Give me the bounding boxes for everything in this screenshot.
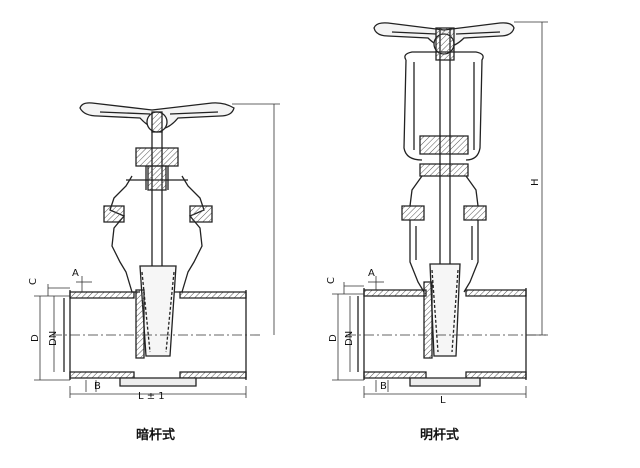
bonnet-right [401, 163, 487, 293]
dim-label-B-right: B [380, 381, 387, 392]
caption-rising-stem: 明杆式 [420, 428, 460, 443]
rising-stem-valve [346, 22, 546, 387]
stem-right [435, 27, 455, 290]
concealed-stem-valve [52, 102, 262, 387]
caption-concealed-stem: 暗杆式 [136, 428, 176, 443]
dim-labels-left: C A D DN B L ± 1 [28, 268, 165, 402]
dim-label-C-left: C [28, 278, 39, 285]
bonnet-left [103, 147, 213, 293]
dim-label-A-right: A [368, 268, 375, 279]
dim-label-L-left: L ± 1 [138, 391, 165, 402]
dim-label-B-left: B [94, 381, 101, 392]
dimensions-left [34, 103, 280, 398]
dim-label-L-right: L [440, 395, 446, 406]
body-right [357, 288, 527, 387]
dim-label-D-left: D [30, 334, 41, 342]
handwheel-left [79, 102, 235, 133]
wedge-right [423, 263, 461, 359]
dim-label-A-left: A [72, 268, 79, 279]
yoke-right [403, 51, 484, 161]
stem-left [147, 130, 167, 292]
dim-label-D-right: D [328, 334, 339, 342]
dim-labels-right: C A D DN B L H [326, 178, 541, 406]
dim-label-H-right: H [530, 178, 541, 186]
dim-label-C-right: C [326, 277, 337, 284]
dim-label-DN-left: DN [48, 331, 59, 346]
wedge-left [135, 265, 177, 359]
body-left [63, 290, 247, 387]
dimensions-right [332, 21, 548, 398]
dim-label-DN-right: DN [344, 331, 355, 346]
